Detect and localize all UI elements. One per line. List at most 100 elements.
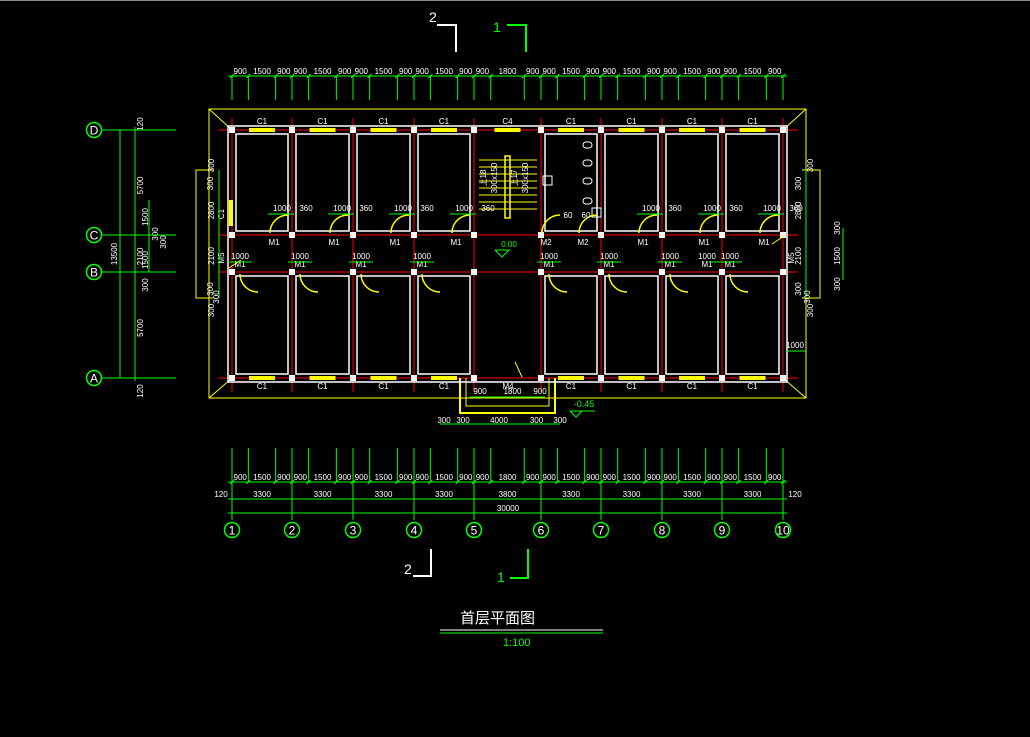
window-top-1: [249, 128, 275, 132]
axis-bubble-9: [713, 521, 731, 539]
room-top-3: [356, 133, 411, 232]
right-outer-dim-0: 300: [833, 221, 842, 235]
window-label-bottom-3: C1: [378, 382, 389, 391]
door-offset-top-9: 360: [789, 204, 803, 213]
left-inner-dim-4: 300: [141, 278, 150, 292]
column-8B: [659, 269, 665, 275]
door-label-top-5: M2: [540, 238, 552, 247]
top-dim-tick-13: [488, 73, 494, 79]
bottom-dim-value-18: 900: [603, 473, 617, 482]
exterior-wall: [227, 125, 788, 383]
top-dim-tick-25: [736, 73, 741, 79]
top-dim-value-16: 1500: [562, 67, 580, 76]
door-label-top-4: M1: [450, 238, 462, 247]
window-label-bottom-4: C1: [439, 382, 450, 391]
door-offset-top-3: 360: [420, 204, 434, 213]
left-wing-dim-3: 2100: [207, 247, 216, 265]
door-offset-top-8: 360: [729, 204, 743, 213]
bottom-dim-value-22: 1500: [683, 473, 701, 482]
window-bottom-4: [431, 376, 457, 380]
left-wing-dim-6: 300: [207, 303, 216, 317]
room-bottom-7: [604, 275, 659, 375]
column-7A: [598, 375, 604, 381]
toilet-door-offset-2: 60: [582, 211, 591, 220]
room-bottom-4: [417, 275, 471, 375]
column-7C: [598, 232, 604, 238]
annotations: 0.00-0.45: [494, 240, 595, 418]
door-label-top-1: M1: [268, 238, 280, 247]
door-width-top-3: 1000: [394, 204, 412, 213]
column-4D: [411, 127, 417, 133]
axis-bubble-6: [532, 521, 550, 539]
section-cut-1-top: [507, 24, 527, 52]
top-dim-tick-1: [246, 73, 251, 79]
bottom-dim-value-2: 900: [277, 473, 291, 482]
top-dim-tick-4: [306, 73, 311, 79]
door-swing-top-8: [699, 214, 719, 234]
outdoor-elevation-marker-lines: [569, 410, 595, 418]
column-2C: [289, 232, 295, 238]
window-top-6: [558, 128, 584, 132]
stair-up-label-2: 上17: [510, 169, 519, 186]
total-dim: 30000: [497, 504, 520, 513]
window-top-3: [370, 128, 397, 132]
column-9C: [719, 232, 725, 238]
bottom-dim-tick-5: [334, 479, 339, 485]
axis-bubble-3: [344, 521, 362, 539]
side-door-right-leaf: [771, 235, 785, 245]
bottom-dim-tick-13: [488, 479, 494, 485]
top-dim-value-22: 1500: [683, 67, 701, 76]
axis-label-A: A: [90, 372, 98, 386]
door-label-top-8: M1: [698, 238, 710, 247]
bottom-dim-value-10: 1500: [435, 473, 453, 482]
right-wing-dim-4: 300: [794, 282, 803, 296]
column-1C: [229, 232, 235, 238]
top-dim-value-11: 900: [459, 67, 473, 76]
left-wing-dim-2: 2800: [207, 201, 216, 219]
top-dim-tick-9: [411, 73, 417, 79]
bottom-dim-value-1: 1500: [253, 473, 271, 482]
window-label-left: C1: [217, 208, 226, 219]
axis-label-9: 9: [719, 524, 726, 538]
window-label-top-8: C1: [687, 117, 698, 126]
entrance-base-dim-2: 4000: [490, 416, 508, 425]
door-swing-bottom-5: [548, 273, 568, 293]
column-10C: [780, 232, 786, 238]
door-width-bottom-1: 1000: [231, 252, 249, 261]
left-middle-dim-4: 120: [136, 384, 145, 398]
top-dim-value-19: 1500: [623, 67, 641, 76]
left-middle-dim-2: 2100: [136, 247, 145, 265]
window-bottom-7: [679, 376, 705, 380]
top-dim-value-14: 900: [526, 67, 540, 76]
top-dim-tick-10: [428, 73, 433, 79]
entrance-base-dim-1: 300: [456, 416, 470, 425]
column-4A: [411, 375, 417, 381]
column-3B: [350, 269, 356, 275]
door-swing-bottom-4: [421, 273, 441, 293]
door-label-top-6: M2: [577, 238, 589, 247]
bottom-dim-value-3: 900: [294, 473, 308, 482]
entrance-door-label: M4: [502, 382, 514, 391]
top-dim-value-4: 1500: [314, 67, 332, 76]
bottom-dim-value-14: 900: [526, 473, 540, 482]
bottom-dim-value-12: 900: [476, 473, 490, 482]
bottom-dim-value-26: 900: [768, 473, 782, 482]
column-6B: [538, 269, 544, 275]
entrance-base-dim-0: 300: [437, 416, 451, 425]
column-9D: [719, 127, 725, 133]
room-top-2: [295, 133, 350, 232]
bay-dim-5: 3300: [562, 490, 580, 499]
room-top-9: [725, 133, 780, 232]
room-bottom-2: [295, 275, 350, 375]
column-5A: [471, 375, 477, 381]
bottom-dim-value-9: 900: [416, 473, 430, 482]
column-4B: [411, 269, 417, 275]
bottom-dim-tick-17: [582, 479, 587, 485]
top-dim-value-10: 1500: [435, 67, 453, 76]
door-width-top-8: 1000: [703, 204, 721, 213]
door-width-top-4: 1000: [455, 204, 473, 213]
